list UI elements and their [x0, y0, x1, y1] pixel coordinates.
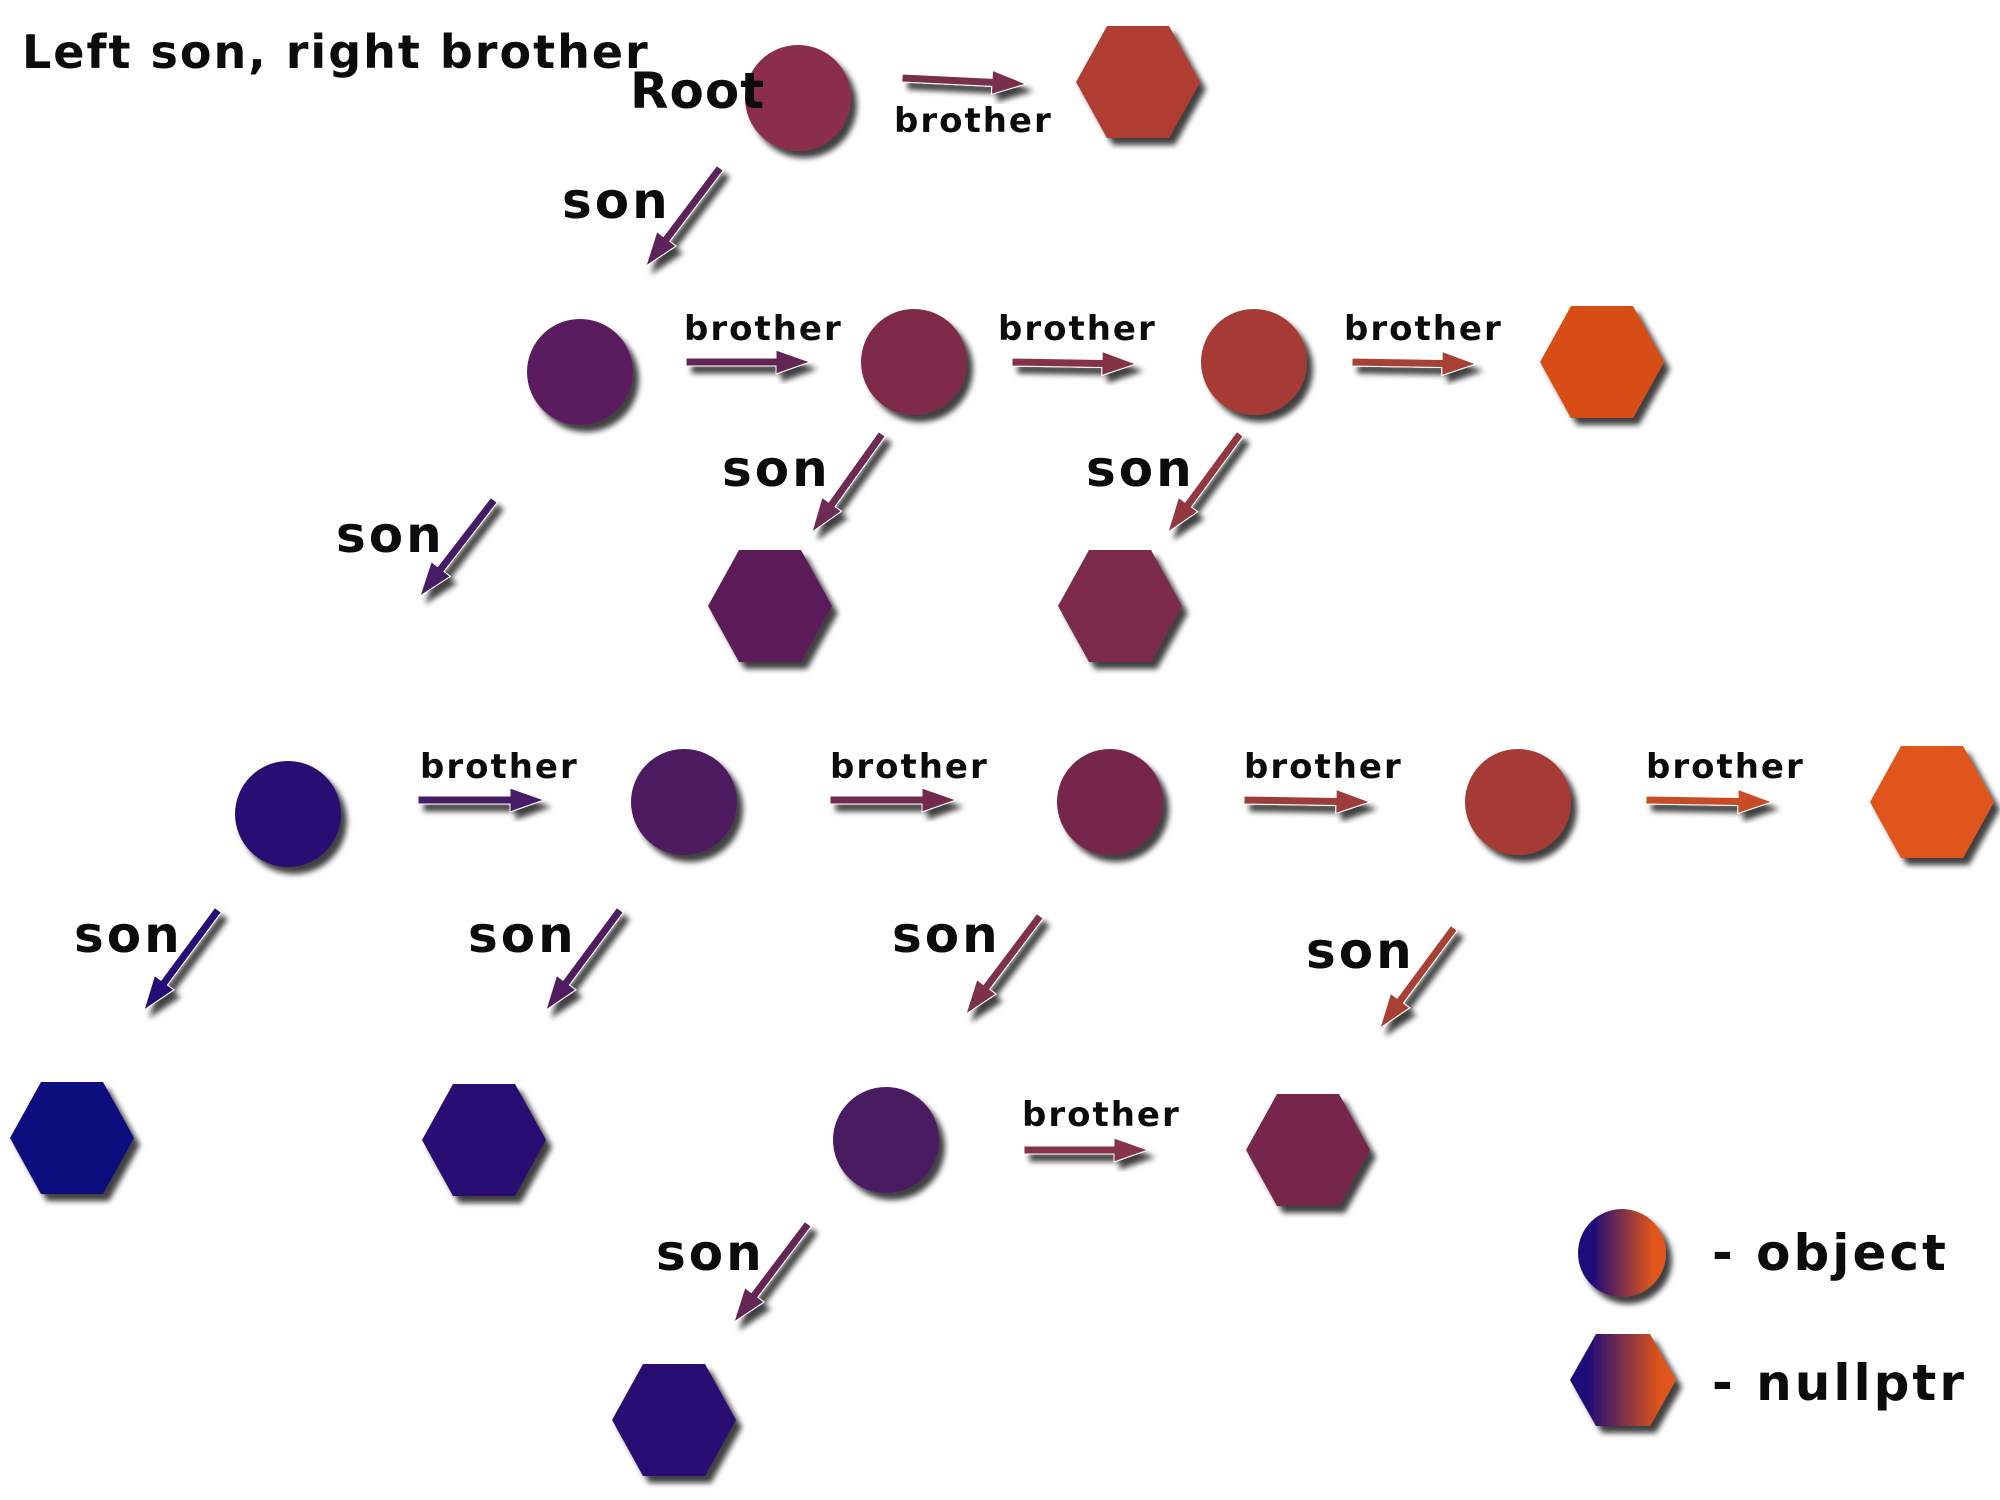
son-label: son [656, 1224, 765, 1282]
legend-object-swatch [1578, 1209, 1666, 1297]
son-arrow [419, 496, 498, 598]
nullptr-node [1540, 306, 1664, 418]
nullptr-node [1058, 550, 1182, 662]
son-arrow [143, 906, 222, 1012]
brother-arrow [417, 787, 546, 813]
nullptr-node [612, 1364, 736, 1476]
brother-arrow [1351, 350, 1478, 377]
son-arrow [1379, 924, 1458, 1030]
brother-arrow [685, 349, 812, 375]
son-arrow [1167, 430, 1244, 534]
edges-layer [143, 69, 1774, 1324]
nullptr-node [10, 1082, 134, 1194]
object-node [745, 45, 851, 151]
brother-label: brother [830, 747, 989, 787]
son-label: son [74, 906, 183, 964]
nullptr-node [1246, 1094, 1370, 1206]
object-node [527, 319, 633, 425]
object-node [833, 1087, 939, 1193]
son-arrow [811, 431, 887, 534]
legend-object-label: - object [1712, 1224, 1949, 1282]
brother-arrow [1243, 788, 1372, 815]
brother-label: brother [1022, 1095, 1181, 1135]
legend-nullptr-label: - nullptr [1712, 1354, 1967, 1412]
son-label: son [468, 906, 577, 964]
object-node [631, 749, 737, 855]
brother-label: brother [1646, 747, 1805, 787]
son-labels: son son son son son son son son son [74, 172, 1415, 1282]
brother-arrow [1011, 350, 1138, 377]
son-label: son [336, 506, 445, 564]
son-arrow [645, 164, 724, 268]
son-label: son [562, 172, 671, 230]
object-node [1201, 309, 1307, 415]
son-arrow [733, 1220, 812, 1324]
brother-label: brother [998, 309, 1157, 349]
brother-label: brother [1344, 309, 1503, 349]
legend-nullptr-swatch [1570, 1334, 1676, 1426]
diagram-title: Left son, right brother [22, 25, 650, 79]
brother-labels: brother brother brother brother brother … [420, 101, 1805, 1135]
son-label: son [1086, 440, 1195, 498]
object-node [861, 309, 967, 415]
son-label: son [1306, 922, 1415, 980]
nodes-layer [10, 26, 1994, 1476]
brother-label: brother [420, 747, 579, 787]
son-label: son [722, 440, 831, 498]
brother-arrow [1645, 788, 1774, 815]
nullptr-node [422, 1084, 546, 1196]
brother-label: brother [1244, 747, 1403, 787]
nullptr-node [708, 550, 832, 662]
object-node [235, 761, 341, 867]
nullptr-node [1870, 746, 1994, 858]
brother-arrow [1023, 1137, 1150, 1163]
son-label: son [892, 906, 1001, 964]
legend: - object - nullptr [1570, 1209, 1967, 1426]
object-node [1057, 749, 1163, 855]
brother-label: brother [684, 309, 843, 349]
son-arrow [965, 912, 1044, 1016]
brother-arrow [829, 787, 958, 813]
brother-label: brother [894, 101, 1053, 141]
object-node [1465, 749, 1571, 855]
son-arrow [545, 906, 624, 1012]
nullptr-node [1076, 26, 1200, 138]
brother-arrow [901, 69, 1028, 95]
root-label: Root [630, 62, 765, 120]
